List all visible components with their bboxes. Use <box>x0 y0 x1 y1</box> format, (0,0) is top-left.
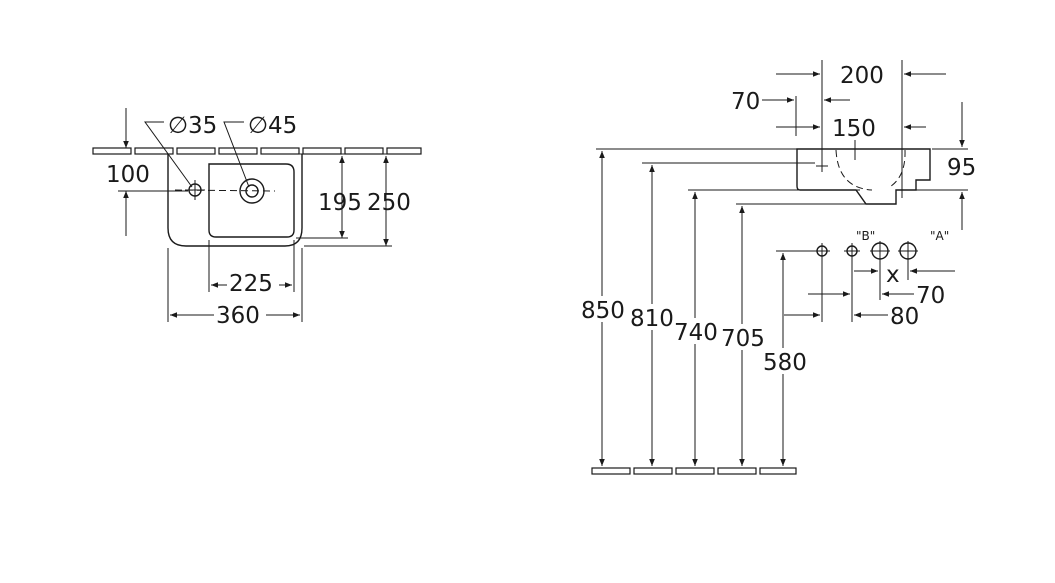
dim-705: 705 <box>721 326 765 352</box>
dim-810: 810 <box>630 306 674 332</box>
connection-symbols <box>814 241 918 261</box>
dim-250: 250 <box>367 190 411 216</box>
dim-80: 80 <box>890 304 919 330</box>
basin-bowl <box>208 163 295 238</box>
dim-850: 850 <box>581 298 625 324</box>
label-a: "A" <box>930 229 949 243</box>
dim-150: 150 <box>832 116 876 142</box>
dim-740: 740 <box>674 320 718 346</box>
dim-70-bottom: 70 <box>916 283 945 309</box>
overflow-symbol <box>816 160 828 172</box>
side-view: 200 70 150 95 850 810 740 <box>580 60 976 475</box>
floor-tiles-side-view <box>591 467 797 475</box>
basin-side-profile <box>796 148 931 205</box>
dim-225: 225 <box>229 271 273 297</box>
dim-95: 95 <box>947 155 976 181</box>
dim-580: 580 <box>763 350 807 376</box>
dim-100: 100 <box>106 162 150 188</box>
basin-outline <box>167 154 303 247</box>
dim-hole-35: ∅35 <box>168 113 217 139</box>
dim-70-top: 70 <box>731 89 760 115</box>
dim-200: 200 <box>840 63 884 89</box>
top-view: ∅35 ∅45 100 195 250 225 360 <box>92 108 422 329</box>
label-b: "B" <box>856 229 875 243</box>
dim-hole-45: ∅45 <box>248 113 297 139</box>
dim-360: 360 <box>216 303 260 329</box>
dim-x: x <box>886 262 900 288</box>
dim-195: 195 <box>318 190 362 216</box>
wall-tiles-top-view <box>92 147 422 155</box>
